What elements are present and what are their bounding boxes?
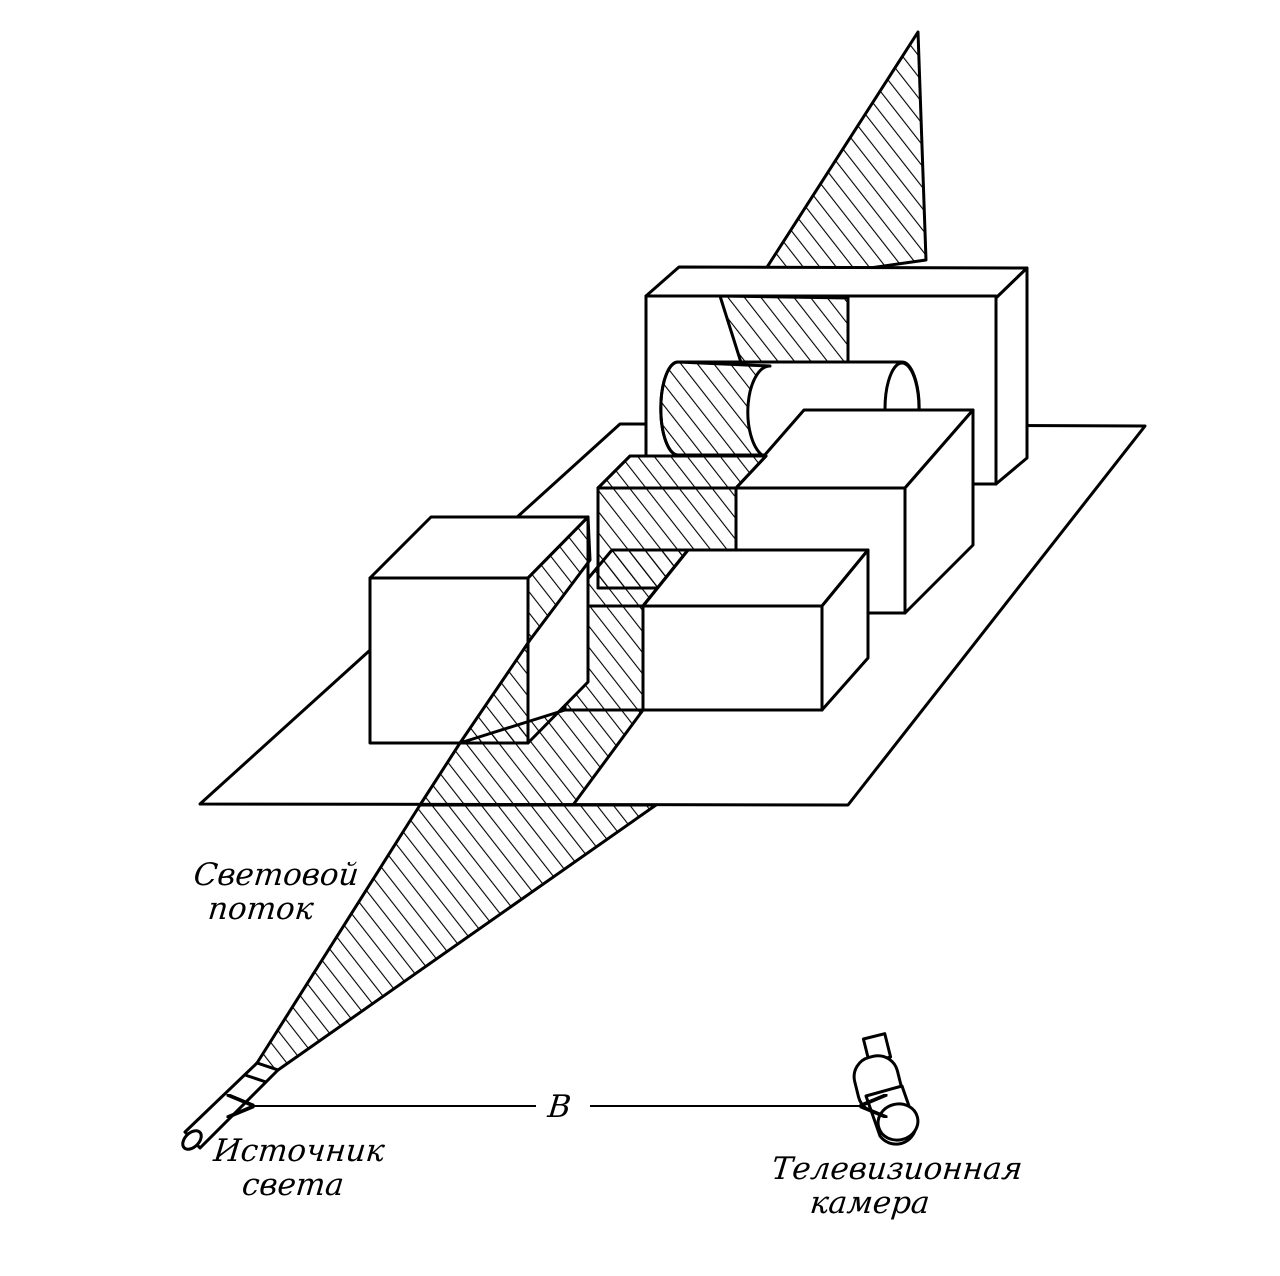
light-flux-fan	[255, 803, 658, 1072]
light-source-line-1: Источник	[211, 1133, 387, 1169]
baseline-letter: B	[546, 1089, 573, 1125]
tv-camera	[852, 1032, 920, 1146]
light-flux-label: Световой поток	[188, 857, 361, 927]
left-cube	[368, 515, 592, 745]
light-flux-line-1: Световой	[191, 857, 361, 893]
tv-camera-line-1: Телевизионная	[769, 1151, 1025, 1187]
front-right-box	[641, 548, 870, 712]
light-flux-line-2: поток	[206, 891, 316, 927]
tv-camera-label: Телевизионная камера	[766, 1151, 1025, 1221]
baseline-label: B	[546, 1089, 573, 1125]
light-source-line-2: света	[240, 1167, 346, 1203]
light-source-label: Источник света	[208, 1133, 387, 1203]
light-stripe-on-plate	[418, 708, 645, 807]
tv-camera-line-2: камера	[808, 1185, 932, 1221]
